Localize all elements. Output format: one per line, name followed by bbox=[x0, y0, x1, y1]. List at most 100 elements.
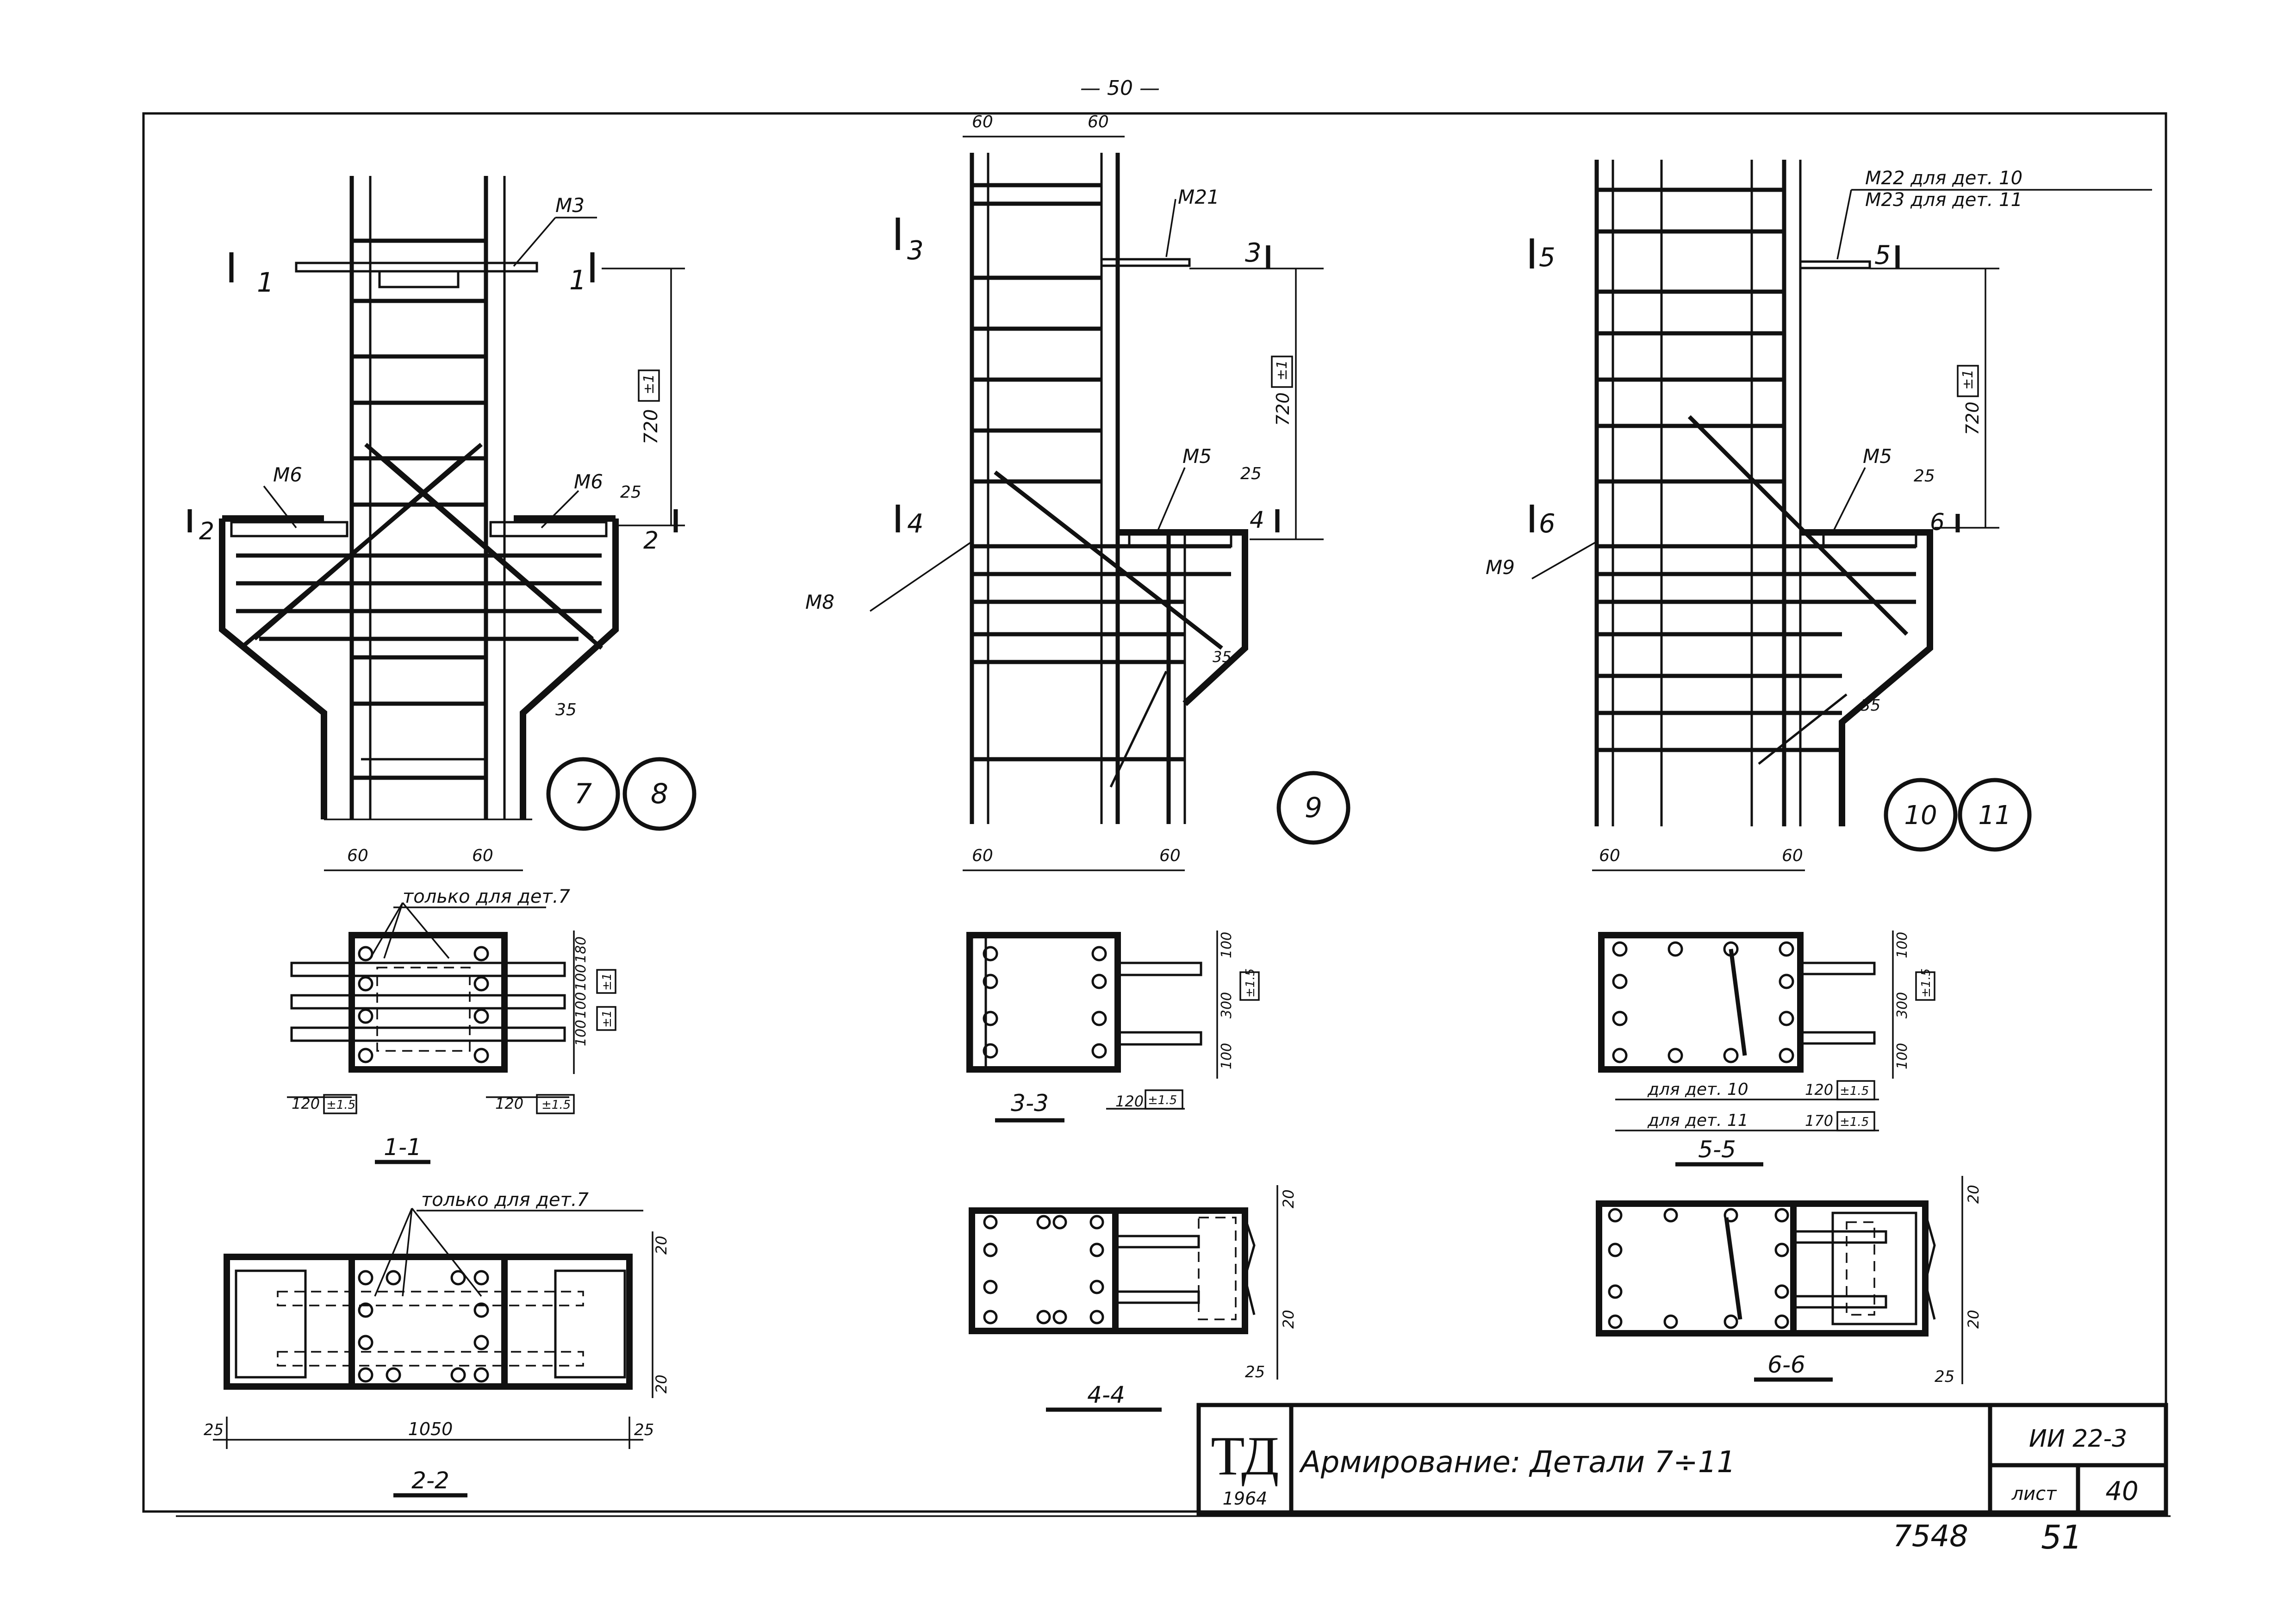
svg-text:1050: 1050 bbox=[408, 1419, 453, 1439]
svg-text:25: 25 bbox=[1914, 467, 1935, 486]
svg-text:170: 170 bbox=[1805, 1112, 1833, 1130]
svg-text:35: 35 bbox=[1860, 696, 1880, 715]
label-m9: М9 bbox=[1486, 556, 1515, 579]
svg-text:25: 25 bbox=[1245, 1363, 1265, 1381]
svg-text:60: 60 bbox=[347, 846, 368, 865]
svg-text:300: 300 bbox=[1894, 992, 1910, 1018]
svg-text:±1.5: ±1.5 bbox=[541, 1098, 571, 1112]
label-m5: М5 bbox=[1182, 445, 1212, 468]
badge-detail-8: 8 bbox=[622, 757, 697, 831]
title-block-logo: ТД bbox=[1211, 1425, 1279, 1487]
svg-text:720: 720 bbox=[1273, 392, 1293, 426]
detail-7-8-elevation: 1 1 2 2 720 ±1 25 35 М3 М6 М6 60 60 bbox=[187, 176, 685, 871]
label-m3: М3 bbox=[555, 194, 585, 217]
label-m23: М23 для дет. 11 bbox=[1865, 189, 2022, 211]
section-2-2-title: 2-2 bbox=[411, 1467, 449, 1494]
svg-text:1: 1 bbox=[257, 267, 274, 298]
svg-text:±1.5: ±1.5 bbox=[1244, 968, 1257, 998]
svg-text:120: 120 bbox=[292, 1095, 320, 1112]
section-1-1-note: только для дет.7 bbox=[403, 886, 571, 907]
svg-text:6: 6 bbox=[1930, 509, 1945, 536]
svg-text:7: 7 bbox=[574, 778, 592, 810]
svg-text:20: 20 bbox=[1965, 1310, 1982, 1329]
svg-text:±1: ±1 bbox=[600, 1010, 614, 1028]
svg-text:±1: ±1 bbox=[1960, 369, 1976, 390]
svg-text:20: 20 bbox=[653, 1374, 670, 1393]
svg-text:для дет. 10: для дет. 10 bbox=[1647, 1080, 1748, 1099]
svg-text:100: 100 bbox=[1894, 932, 1910, 958]
section-6-6-title: 6-6 bbox=[1767, 1351, 1805, 1378]
svg-text:120: 120 bbox=[1805, 1081, 1833, 1099]
svg-text:11: 11 bbox=[1978, 800, 2011, 831]
title-block-year: 1964 bbox=[1223, 1488, 1268, 1509]
section-6-6: 20 20 25 6-6 bbox=[1596, 1176, 1982, 1386]
svg-text:3: 3 bbox=[1245, 238, 1262, 268]
section-5-5-title: 5-5 bbox=[1698, 1136, 1736, 1163]
title-block-code: ИИ 22-3 bbox=[2029, 1425, 2127, 1453]
inventory-number: 7548 bbox=[1893, 1519, 1968, 1554]
svg-text:35: 35 bbox=[1213, 648, 1232, 666]
section-4-4-title: 4-4 bbox=[1087, 1381, 1125, 1408]
title-block: ТД 1964 Армирование: Детали 7÷11 ИИ 22-3… bbox=[1196, 1403, 2168, 1516]
badge-detail-11: 11 bbox=[1958, 778, 2032, 852]
label-m6-right: М6 bbox=[574, 470, 603, 493]
svg-text:720: 720 bbox=[1962, 401, 1983, 435]
svg-text:20: 20 bbox=[653, 1236, 670, 1255]
svg-text:10: 10 bbox=[1904, 800, 1937, 831]
svg-text:2: 2 bbox=[199, 518, 214, 545]
svg-text:4: 4 bbox=[907, 509, 924, 539]
svg-text:±1.5: ±1.5 bbox=[1919, 968, 1933, 998]
svg-text:100: 100 bbox=[573, 1020, 589, 1046]
svg-text:9: 9 bbox=[1305, 792, 1322, 824]
svg-text:60: 60 bbox=[972, 846, 993, 865]
svg-text:100: 100 bbox=[1219, 932, 1235, 958]
svg-text:±1: ±1 bbox=[641, 374, 657, 394]
title-block-sheet-label: лист bbox=[2011, 1483, 2058, 1505]
svg-text:180: 180 bbox=[573, 937, 589, 963]
svg-text:20: 20 bbox=[1965, 1185, 1982, 1204]
svg-text:±1: ±1 bbox=[600, 973, 614, 991]
label-m6-left: М6 bbox=[273, 463, 302, 486]
badge-detail-7: 7 bbox=[546, 757, 620, 831]
svg-text:для дет. 11: для дет. 11 bbox=[1647, 1111, 1748, 1130]
svg-text:±1.5: ±1.5 bbox=[1840, 1084, 1869, 1098]
section-4-4: 20 20 25 4-4 bbox=[969, 1185, 1297, 1412]
svg-text:1: 1 bbox=[569, 264, 586, 296]
svg-text:60: 60 bbox=[1088, 112, 1109, 131]
svg-text:4: 4 bbox=[1250, 506, 1264, 533]
page-number: — 50 — bbox=[1080, 76, 1160, 100]
section-3-3-title: 3-3 bbox=[1011, 1090, 1049, 1117]
svg-text:25: 25 bbox=[1935, 1368, 1954, 1386]
svg-text:2: 2 bbox=[643, 527, 659, 555]
svg-text:±1.5: ±1.5 bbox=[1840, 1115, 1869, 1129]
label-m8: М8 bbox=[805, 591, 834, 613]
detail-10-11-elevation: 5 5 6 6 720 ±1 25 35 М22 для дет. 10 М23… bbox=[1486, 160, 2152, 871]
svg-text:60: 60 bbox=[1599, 846, 1620, 865]
svg-text:±1.5: ±1.5 bbox=[1148, 1093, 1177, 1107]
section-3-3: 100 300 100 ±1.5 120 ±1.5 3-3 bbox=[966, 931, 1260, 1123]
svg-text:100: 100 bbox=[1219, 1043, 1235, 1069]
svg-text:120: 120 bbox=[1115, 1093, 1144, 1110]
svg-text:25: 25 bbox=[204, 1421, 224, 1439]
svg-text:35: 35 bbox=[555, 700, 577, 719]
detail-9-elevation: 3 3 4 4 720 ±1 25 35 М21 М5 М8 60 60 60 … bbox=[805, 112, 1324, 871]
section-2-2-note: только для дет.7 bbox=[421, 1189, 589, 1211]
badge-detail-9: 9 bbox=[1276, 771, 1350, 845]
badge-detail-10: 10 bbox=[1884, 778, 1958, 852]
svg-text:25: 25 bbox=[634, 1421, 654, 1439]
footer-page-number: 51 bbox=[2041, 1518, 2082, 1556]
svg-text:60: 60 bbox=[1159, 846, 1181, 865]
svg-text:3: 3 bbox=[907, 236, 924, 266]
title-block-title: Армирование: Детали 7÷11 bbox=[1299, 1445, 1736, 1480]
svg-text:60: 60 bbox=[1782, 846, 1803, 865]
svg-text:100: 100 bbox=[573, 992, 589, 1018]
section-5-5: 100 300 100 ±1.5 для дет. 10 120 ±1.5 дл… bbox=[1598, 931, 1935, 1167]
section-1-1: только для дет.7 180 100 100 100 ±1 ±1 1… bbox=[287, 886, 616, 1164]
svg-text:25: 25 bbox=[620, 483, 641, 502]
svg-text:60: 60 bbox=[972, 112, 993, 131]
svg-text:±1: ±1 bbox=[1274, 360, 1290, 381]
svg-text:5: 5 bbox=[1539, 243, 1556, 273]
label-m5-right: М5 bbox=[1863, 445, 1892, 468]
svg-text:25: 25 bbox=[1240, 464, 1262, 483]
title-block-sheet-number: 40 bbox=[2105, 1476, 2138, 1506]
